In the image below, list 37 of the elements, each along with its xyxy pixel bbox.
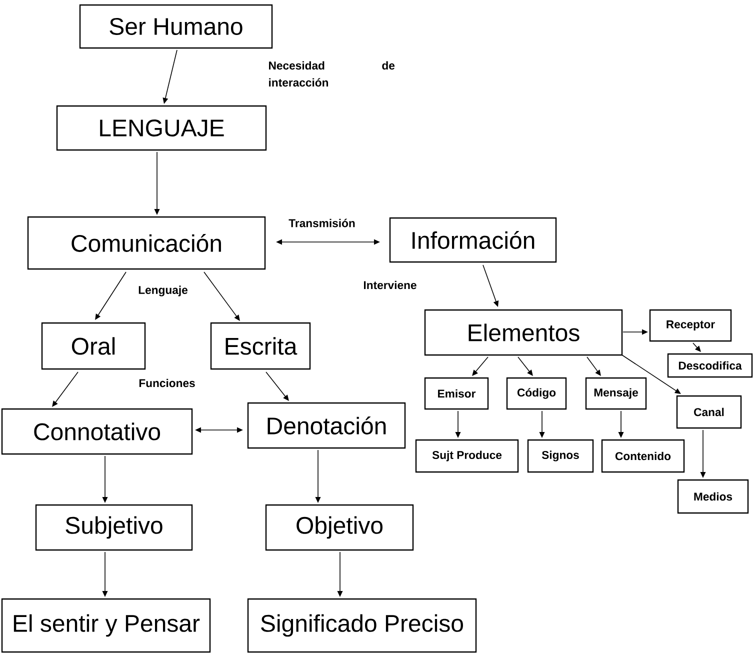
annotation-text: Interviene [364, 280, 416, 290]
concept-box: Contenido [601, 439, 685, 473]
concept-box: Canal [676, 395, 742, 429]
arrow [52, 372, 78, 407]
arrow [518, 356, 533, 376]
concept-box: Mensaje [585, 377, 647, 410]
concept-box: Elementos [424, 309, 623, 356]
concept-box: Código [506, 377, 567, 410]
arrow [204, 272, 240, 321]
annotation-text: Funciones [139, 378, 195, 388]
concept-box: Signos [527, 439, 594, 473]
concept-box: LENGUAJE [56, 105, 267, 151]
concept-box: Ser Humano [79, 4, 273, 49]
arrow [472, 356, 488, 376]
concept-box: Objetivo [265, 504, 414, 551]
concept-box: Receptor [649, 309, 732, 342]
concept-box: Comunicación [27, 216, 266, 270]
concept-box: Escrita [210, 322, 311, 370]
concept-box: Connotativo [1, 408, 193, 455]
concept-box: El sentir y Pensar [1, 598, 211, 653]
concept-box: Información [389, 217, 557, 263]
concept-box: Subjetivo [35, 504, 193, 551]
edge-label: Transmisión [287, 217, 357, 229]
concept-box: Sujt Produce [415, 439, 519, 473]
arrow [692, 342, 701, 352]
arrow [622, 354, 681, 394]
concept-box: Emisor [424, 377, 489, 410]
annotation-text: Necesidad de interacción [269, 61, 395, 87]
arrow [586, 356, 601, 376]
concept-box: Medios [677, 479, 749, 514]
concept-box: Denotación [247, 402, 406, 449]
concept-box: Descodifica [667, 353, 753, 378]
annotation-text: Lenguaje [138, 286, 188, 296]
arrow [266, 372, 289, 401]
concept-box: Oral [41, 322, 146, 370]
arrow [95, 272, 126, 320]
concept-box: Significado Preciso [247, 598, 477, 653]
